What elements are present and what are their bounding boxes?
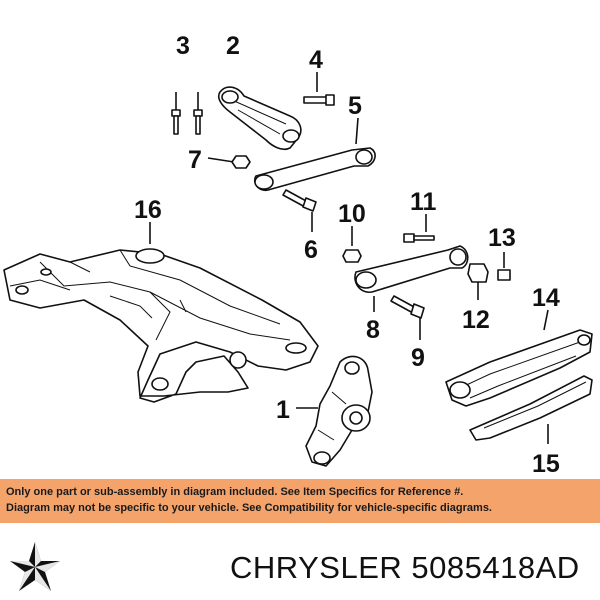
part-3-bolts (171, 92, 203, 135)
callout-13: 13 (488, 224, 516, 252)
part-10-nut (342, 226, 362, 263)
callout-2: 2 (226, 32, 240, 60)
callout-5: 5 (348, 92, 362, 120)
callout-12: 12 (462, 306, 490, 334)
callout-16: 16 (134, 196, 162, 224)
part-identifier: CHRYSLER 5085418AD (230, 550, 580, 586)
callout-7: 7 (188, 146, 202, 174)
callout-4: 4 (309, 46, 323, 74)
part-6-bolt (282, 189, 317, 232)
part-11-bolt (403, 214, 435, 243)
callout-15: 15 (532, 450, 560, 478)
part-8-link (354, 245, 469, 312)
callout-14: 14 (532, 284, 560, 312)
callout-8: 8 (366, 316, 380, 344)
part-number: 5085418AD (411, 550, 580, 585)
callout-9: 9 (411, 344, 425, 372)
part-9-bolt (390, 295, 425, 340)
callout-1: 1 (276, 396, 290, 424)
part-2-upper-arm (217, 86, 302, 151)
part-14-arm (445, 309, 593, 407)
callout-3: 3 (176, 32, 190, 60)
disclaimer-line-1: Only one part or sub-assembly in diagram… (6, 486, 464, 498)
part-15-shield (469, 375, 593, 444)
part-7-nut (207, 155, 251, 169)
brand-name: CHRYSLER (230, 550, 403, 585)
part-5-link (253, 117, 376, 192)
callout-6: 6 (304, 236, 318, 264)
disclaimer-banner: Only one part or sub-assembly in diagram… (0, 479, 600, 523)
part-4-bolt (303, 72, 335, 106)
part-13-clip (497, 252, 511, 281)
part-12-bushing (467, 263, 489, 300)
part-1-knuckle (296, 355, 373, 467)
part-16-crossmember (3, 222, 319, 403)
exploded-parts-diagram: 3 2 4 5 7 16 11 10 6 13 14 8 12 9 1 15 (3, 32, 593, 478)
callout-11: 11 (410, 188, 437, 216)
callout-10: 10 (338, 200, 366, 228)
disclaimer-line-2: Diagram may not be specific to your vehi… (6, 502, 492, 514)
chrysler-pentastar-logo-icon (10, 542, 60, 591)
